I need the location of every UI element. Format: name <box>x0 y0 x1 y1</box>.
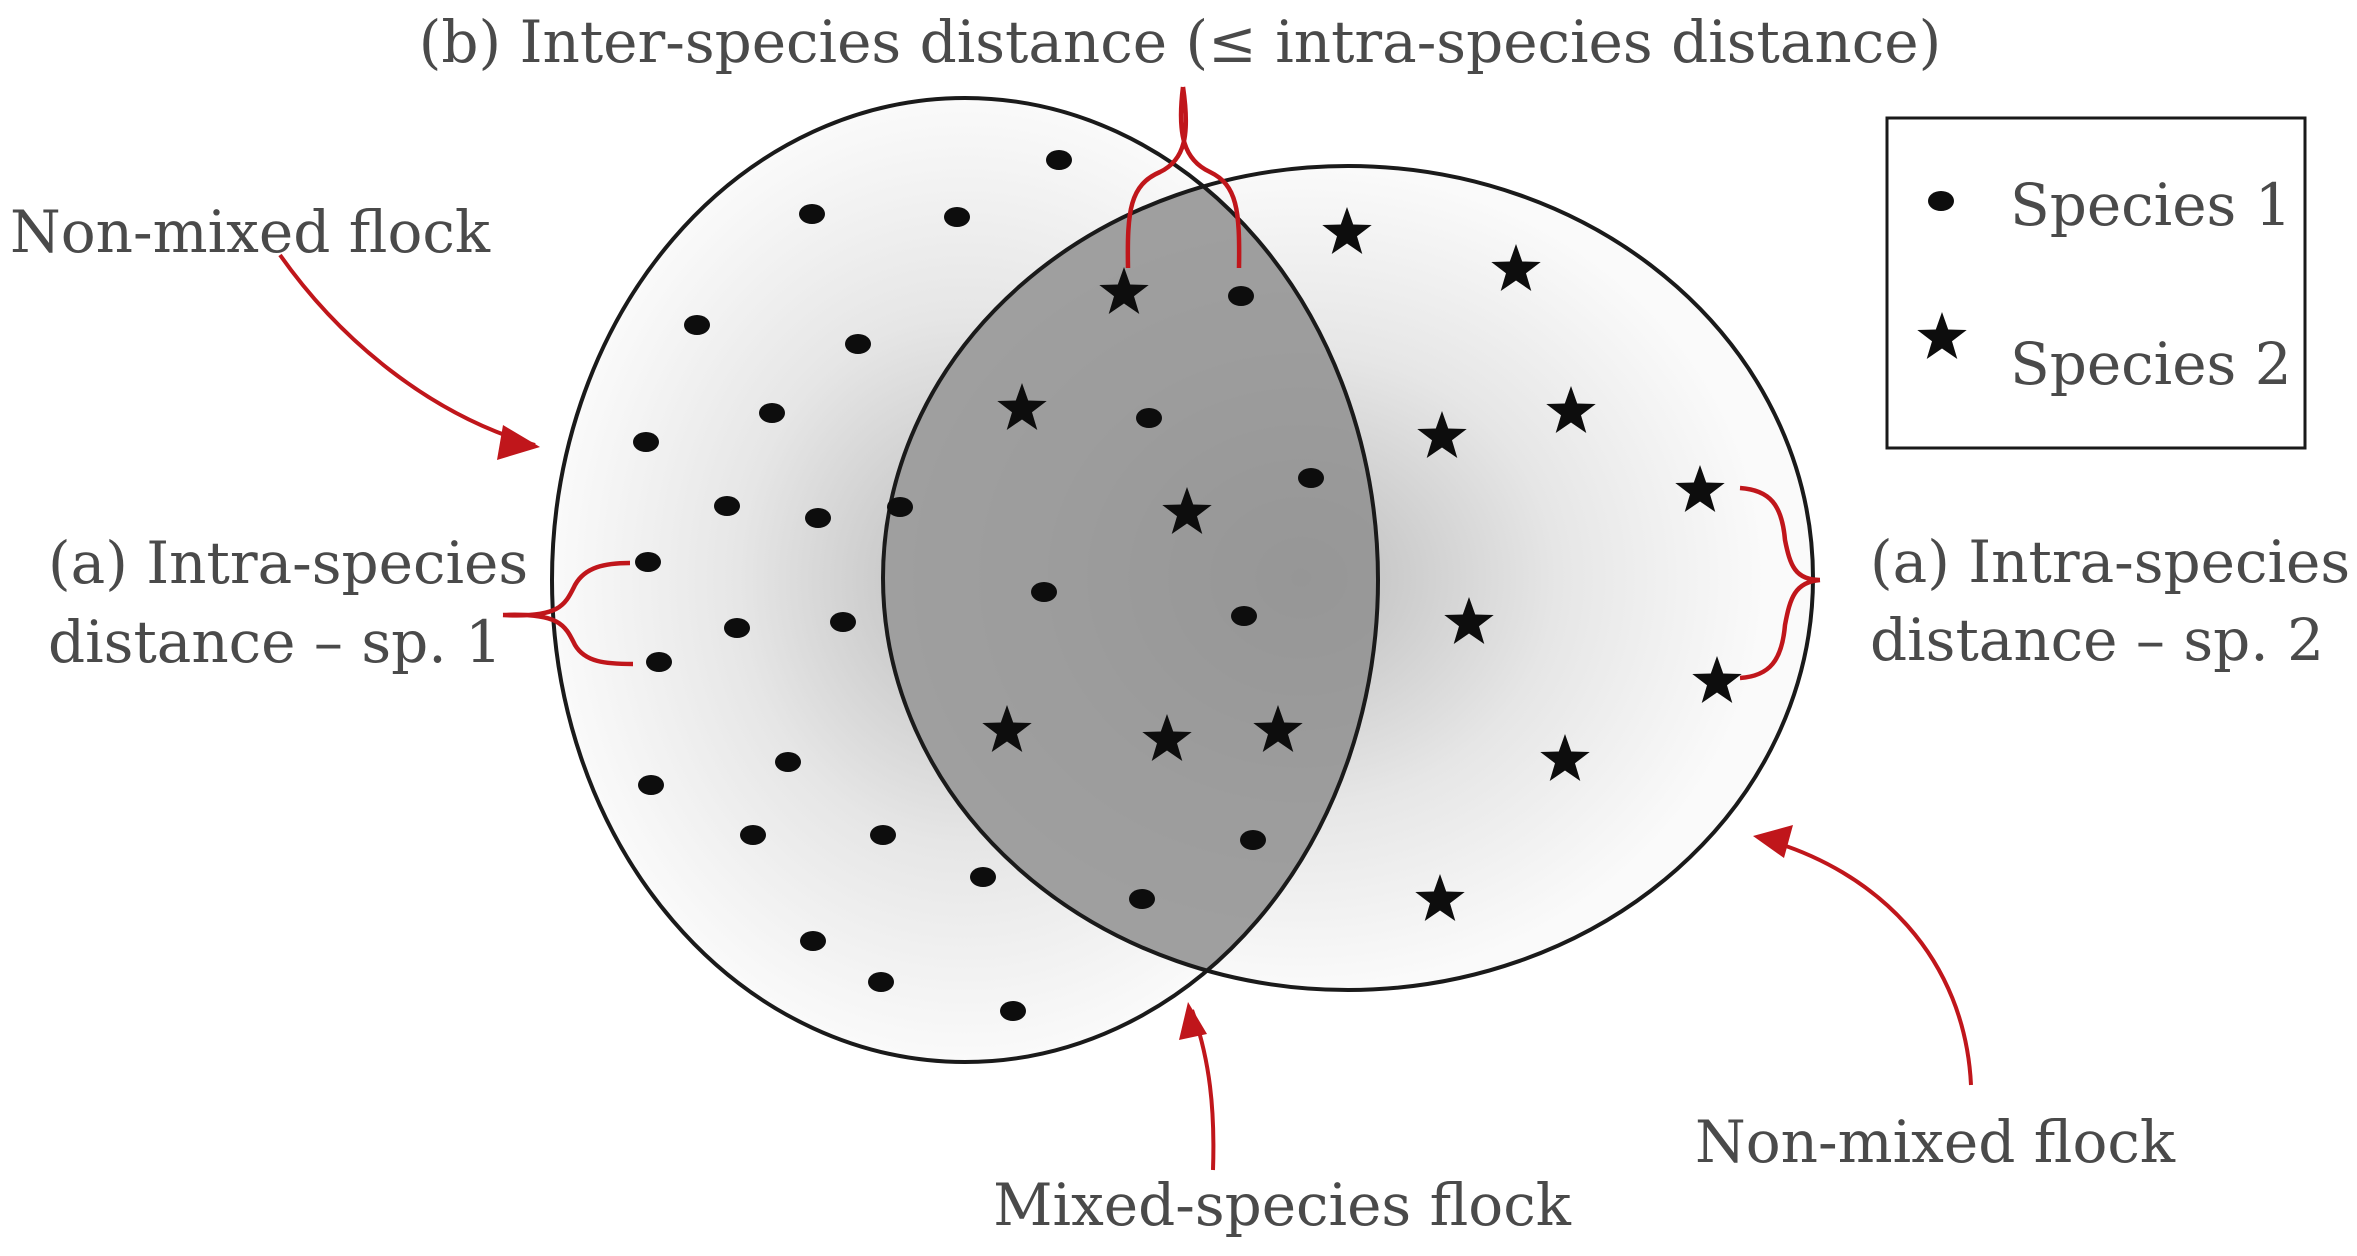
arrow-non-mixed-right <box>1759 836 1973 1086</box>
species1-individual <box>638 775 664 795</box>
species1-flock-outline <box>550 96 1380 1064</box>
brace-intra-sp1 <box>502 560 634 667</box>
arrowhead-mixed-flock <box>1179 1002 1207 1040</box>
label-intra-species-sp1-line1: (a) Intra-species <box>48 529 528 597</box>
species1-individual <box>799 204 825 224</box>
arrowhead-non-mixed-left <box>497 425 540 460</box>
brace-intra-sp2 <box>1739 485 1821 681</box>
mixed-flock-overlap <box>883 166 1378 990</box>
species2-individual <box>1444 597 1494 644</box>
species1-individual <box>714 496 740 516</box>
brace-inter-species <box>1125 86 1242 269</box>
arrow-non-mixed-left <box>278 253 536 447</box>
species1-individual <box>1046 150 1072 170</box>
species1-individual <box>1031 582 1057 602</box>
legend-box <box>1885 116 2307 450</box>
species2-individual <box>1162 487 1212 534</box>
label-mixed-species-flock: Mixed-species flock <box>993 1171 1572 1239</box>
species1-individual <box>887 497 913 517</box>
label-intra-species-sp1-line2: distance – sp. 1 <box>48 608 502 676</box>
annotation-arrows <box>278 253 1973 1171</box>
diagram-title: (b) Inter-species distance (≤ intra-spec… <box>419 8 1941 76</box>
species2-individual <box>1417 411 1467 458</box>
label-intra-species-sp2-line2: distance – sp. 2 <box>1870 606 2324 674</box>
species2-individual <box>1540 734 1590 781</box>
species1-individual <box>724 618 750 638</box>
species2-individual <box>1253 705 1303 752</box>
species2-individual <box>1142 714 1192 761</box>
species1-individual <box>870 825 896 845</box>
star-icon <box>1917 312 1967 359</box>
legend: Species 1 Species 2 <box>1885 116 2307 450</box>
species1-individual <box>1228 286 1254 306</box>
species2-individual <box>1491 244 1541 291</box>
species1-individual <box>1136 408 1162 428</box>
species1-individual <box>1129 889 1155 909</box>
species2-individual <box>1546 386 1596 433</box>
label-intra-species-sp2-line1: (a) Intra-species <box>1870 528 2350 596</box>
species1-individual <box>944 207 970 227</box>
annotation-braces <box>502 86 1821 681</box>
label-non-mixed-flock-right: Non-mixed flock <box>1695 1108 2176 1176</box>
species2-individual <box>1415 874 1465 921</box>
species1-individual <box>868 972 894 992</box>
species1-individual <box>684 315 710 335</box>
species1-individual <box>800 931 826 951</box>
species1-individual <box>830 612 856 632</box>
species1-individual <box>646 652 672 672</box>
species2-individual <box>1322 207 1372 254</box>
species2-individual <box>997 383 1047 430</box>
species1-individual <box>740 825 766 845</box>
arrowhead-non-mixed-right <box>1753 825 1793 858</box>
dot-icon <box>1928 191 1954 211</box>
species1-individuals <box>633 150 1324 1021</box>
species1-individual <box>805 508 831 528</box>
species1-individual <box>970 867 996 887</box>
species2-individual <box>982 705 1032 752</box>
species1-individual <box>1000 1001 1026 1021</box>
species1-individual <box>633 432 659 452</box>
species1-individual <box>1298 468 1324 488</box>
species1-individual <box>1240 830 1266 850</box>
species1-individual <box>635 552 661 572</box>
species2-individual <box>1692 656 1742 703</box>
species1-individual <box>759 403 785 423</box>
species2-individual <box>1099 267 1149 314</box>
legend-species1-label: Species 1 <box>2010 171 2292 239</box>
species1-individual <box>845 334 871 354</box>
species2-individuals <box>982 207 1742 921</box>
species1-individual <box>775 752 801 772</box>
species2-individual <box>1675 465 1725 512</box>
species1-individual <box>1231 606 1257 626</box>
label-non-mixed-flock-left: Non-mixed flock <box>10 198 491 266</box>
legend-species2-label: Species 2 <box>2010 330 2292 398</box>
